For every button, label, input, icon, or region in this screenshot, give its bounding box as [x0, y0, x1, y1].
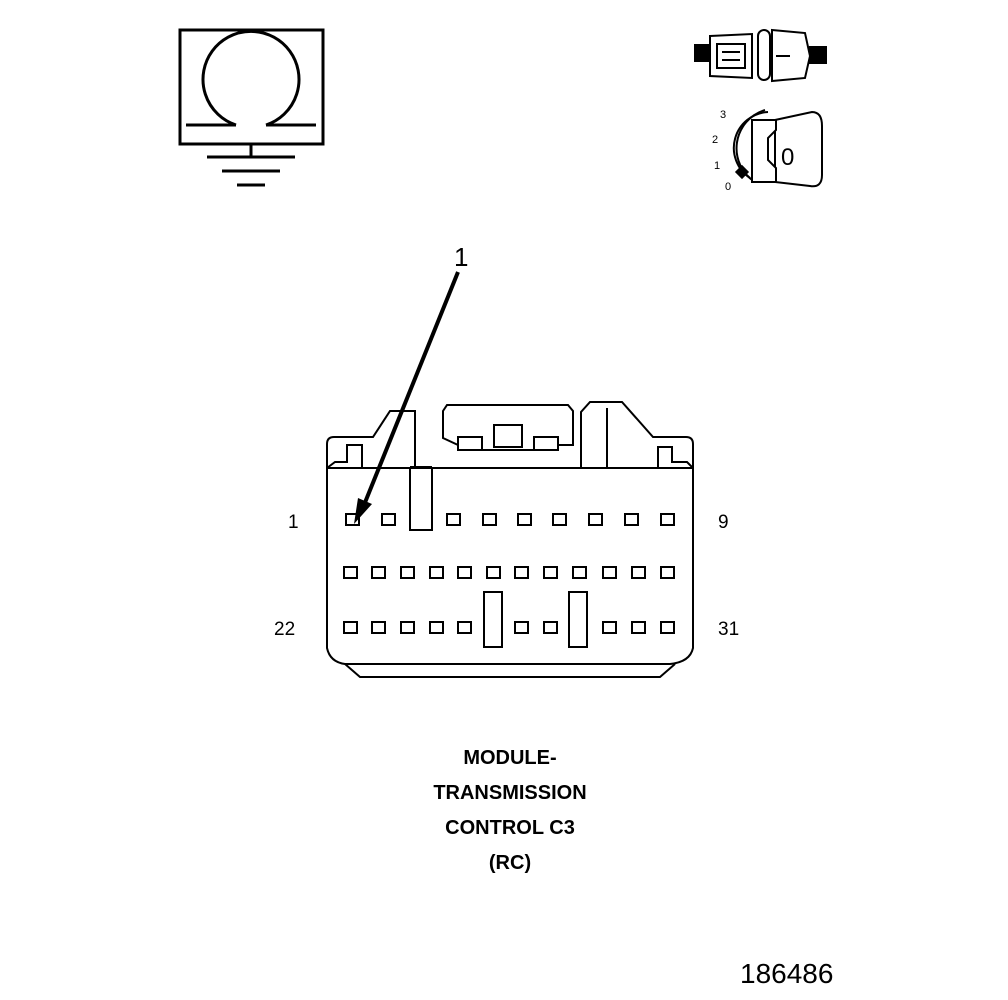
pin-cavity: [429, 621, 444, 634]
pin-cavity: [543, 566, 558, 579]
pin-cavity: [514, 621, 529, 634]
pin-cavity: [457, 566, 472, 579]
pin-cavity: [457, 621, 472, 634]
callout-arrow: [354, 271, 460, 524]
pin-cavity: [602, 566, 617, 579]
pin-cavity: [552, 513, 567, 526]
connector-housing-details: [326, 408, 694, 469]
title-line-3: CONTROL C3: [445, 817, 575, 839]
pin-label-22: 22: [274, 619, 295, 640]
pin-cavity: [381, 513, 396, 526]
pin-cavity: [602, 621, 617, 634]
key-position-2: 2: [712, 134, 718, 146]
pin-cavity: [371, 621, 386, 634]
pin-cavity: [400, 566, 415, 579]
pin-cavity: [660, 566, 675, 579]
title-line-4: (RC): [488, 852, 532, 874]
key-position-3: 3: [720, 109, 726, 121]
pin-cavity: [343, 621, 358, 634]
pin-cavity: [588, 513, 603, 526]
pin-cavity: [482, 513, 497, 526]
pin-cavities: [343, 513, 675, 634]
pin-cavity: [400, 621, 415, 634]
pin-cavity: [543, 621, 558, 634]
pin-cavity: [631, 566, 646, 579]
pin-cavity: [624, 513, 639, 526]
figure-number: 186486: [740, 958, 834, 989]
ignition-key-icon: 3 2 1 0 0: [712, 109, 823, 193]
pin-cavity: [343, 566, 358, 579]
pin-cavity: [572, 566, 587, 579]
key-symbol: 0: [781, 144, 794, 171]
pin-cavity: [429, 566, 444, 579]
pin-cavity: [514, 566, 529, 579]
key-position-0: 0: [725, 181, 731, 193]
pin-cavity: [631, 621, 646, 634]
pin-cavity: [660, 513, 675, 526]
pin-cavity: [446, 513, 461, 526]
pin-label-1: 1: [288, 512, 299, 533]
pin-label-31: 31: [718, 619, 739, 640]
pin-cavity: [371, 566, 386, 579]
title-line-1: MODULE-: [463, 747, 557, 769]
pin-cavity: [345, 513, 360, 526]
pin-cavity: [517, 513, 532, 526]
ground-ohm-icon: [178, 28, 325, 187]
pin-label-9: 9: [718, 512, 729, 533]
plug-icon: [694, 28, 827, 83]
pin-cavity: [486, 566, 501, 579]
pin-cavity: [660, 621, 675, 634]
key-position-1: 1: [714, 160, 720, 172]
callout-number: 1: [454, 242, 468, 272]
title-line-2: TRANSMISSION: [433, 782, 587, 804]
